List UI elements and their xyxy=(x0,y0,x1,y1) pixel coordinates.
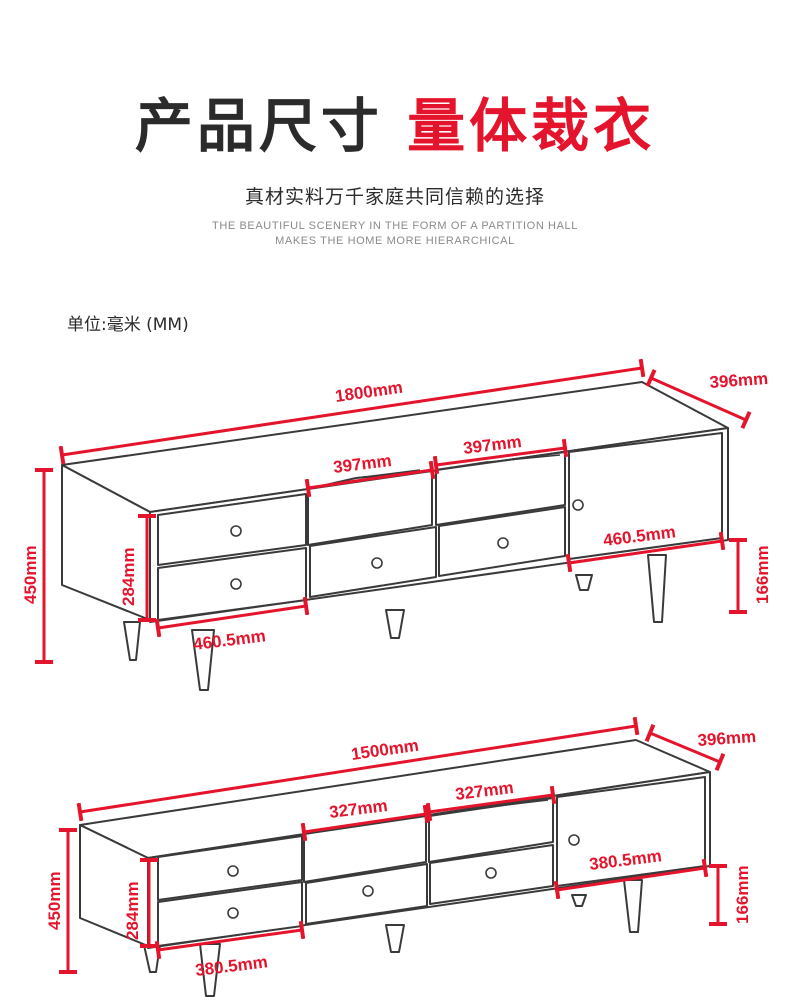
dim-shelf-b-line xyxy=(425,785,557,822)
title-red: 量体裁衣 xyxy=(407,92,656,160)
dim-drawer-width-line xyxy=(154,596,310,638)
dim-door-width-line xyxy=(565,531,726,573)
cabinet-door xyxy=(556,776,706,887)
leg xyxy=(123,621,141,661)
dim-door-width-line xyxy=(553,858,709,900)
english-tagline-2: MAKES THE HOME MORE HIERARCHICAL xyxy=(275,235,515,247)
dim-depth-line xyxy=(644,723,726,772)
dim-height-label: 450mm xyxy=(21,545,40,604)
dim-drawer-height-label: 284mm xyxy=(123,881,142,940)
leg xyxy=(143,944,161,973)
leg xyxy=(623,879,643,933)
leg xyxy=(647,554,667,623)
dim-drawer-width-line xyxy=(154,920,306,960)
dim-length-line xyxy=(58,358,646,465)
knob-icon xyxy=(230,499,584,590)
unit-label: 单位:毫米 (MM) xyxy=(67,315,189,335)
dimensions-1500 xyxy=(59,716,727,974)
tv-cabinet-1800 xyxy=(61,381,729,691)
dim-shelf-a-line xyxy=(300,804,430,842)
dim-depth-line xyxy=(645,368,752,430)
dim-length-line xyxy=(76,716,640,822)
dim-leg-height-label: 166mm xyxy=(733,865,752,924)
leg xyxy=(575,574,593,591)
dimensions-1800 xyxy=(35,358,752,664)
subtitle: 真材实料万千家庭共同信赖的选择 xyxy=(244,186,545,208)
english-tagline-1: THE BEAUTIFUL SCENERY IN THE FORM OF A P… xyxy=(212,220,578,232)
dim-shelf-b-line xyxy=(432,438,569,475)
title-dark: 产品尺寸 xyxy=(134,92,383,160)
dim-depth-label: 396mm xyxy=(697,727,757,750)
knob-icon xyxy=(227,834,580,919)
leg xyxy=(385,609,405,639)
leg xyxy=(571,894,587,907)
dim-leg-height-label: 166mm xyxy=(753,545,772,604)
dim-depth-label: 396mm xyxy=(709,369,769,392)
dim-shelf-a-line xyxy=(304,460,436,498)
dim-height-label: 450mm xyxy=(45,871,64,930)
dim-drawer-height-label: 284mm xyxy=(119,547,138,606)
page-title: 产品尺寸 量体裁衣 xyxy=(0,88,790,164)
dim-length-label: 1800mm xyxy=(334,378,404,406)
leg xyxy=(385,924,405,953)
